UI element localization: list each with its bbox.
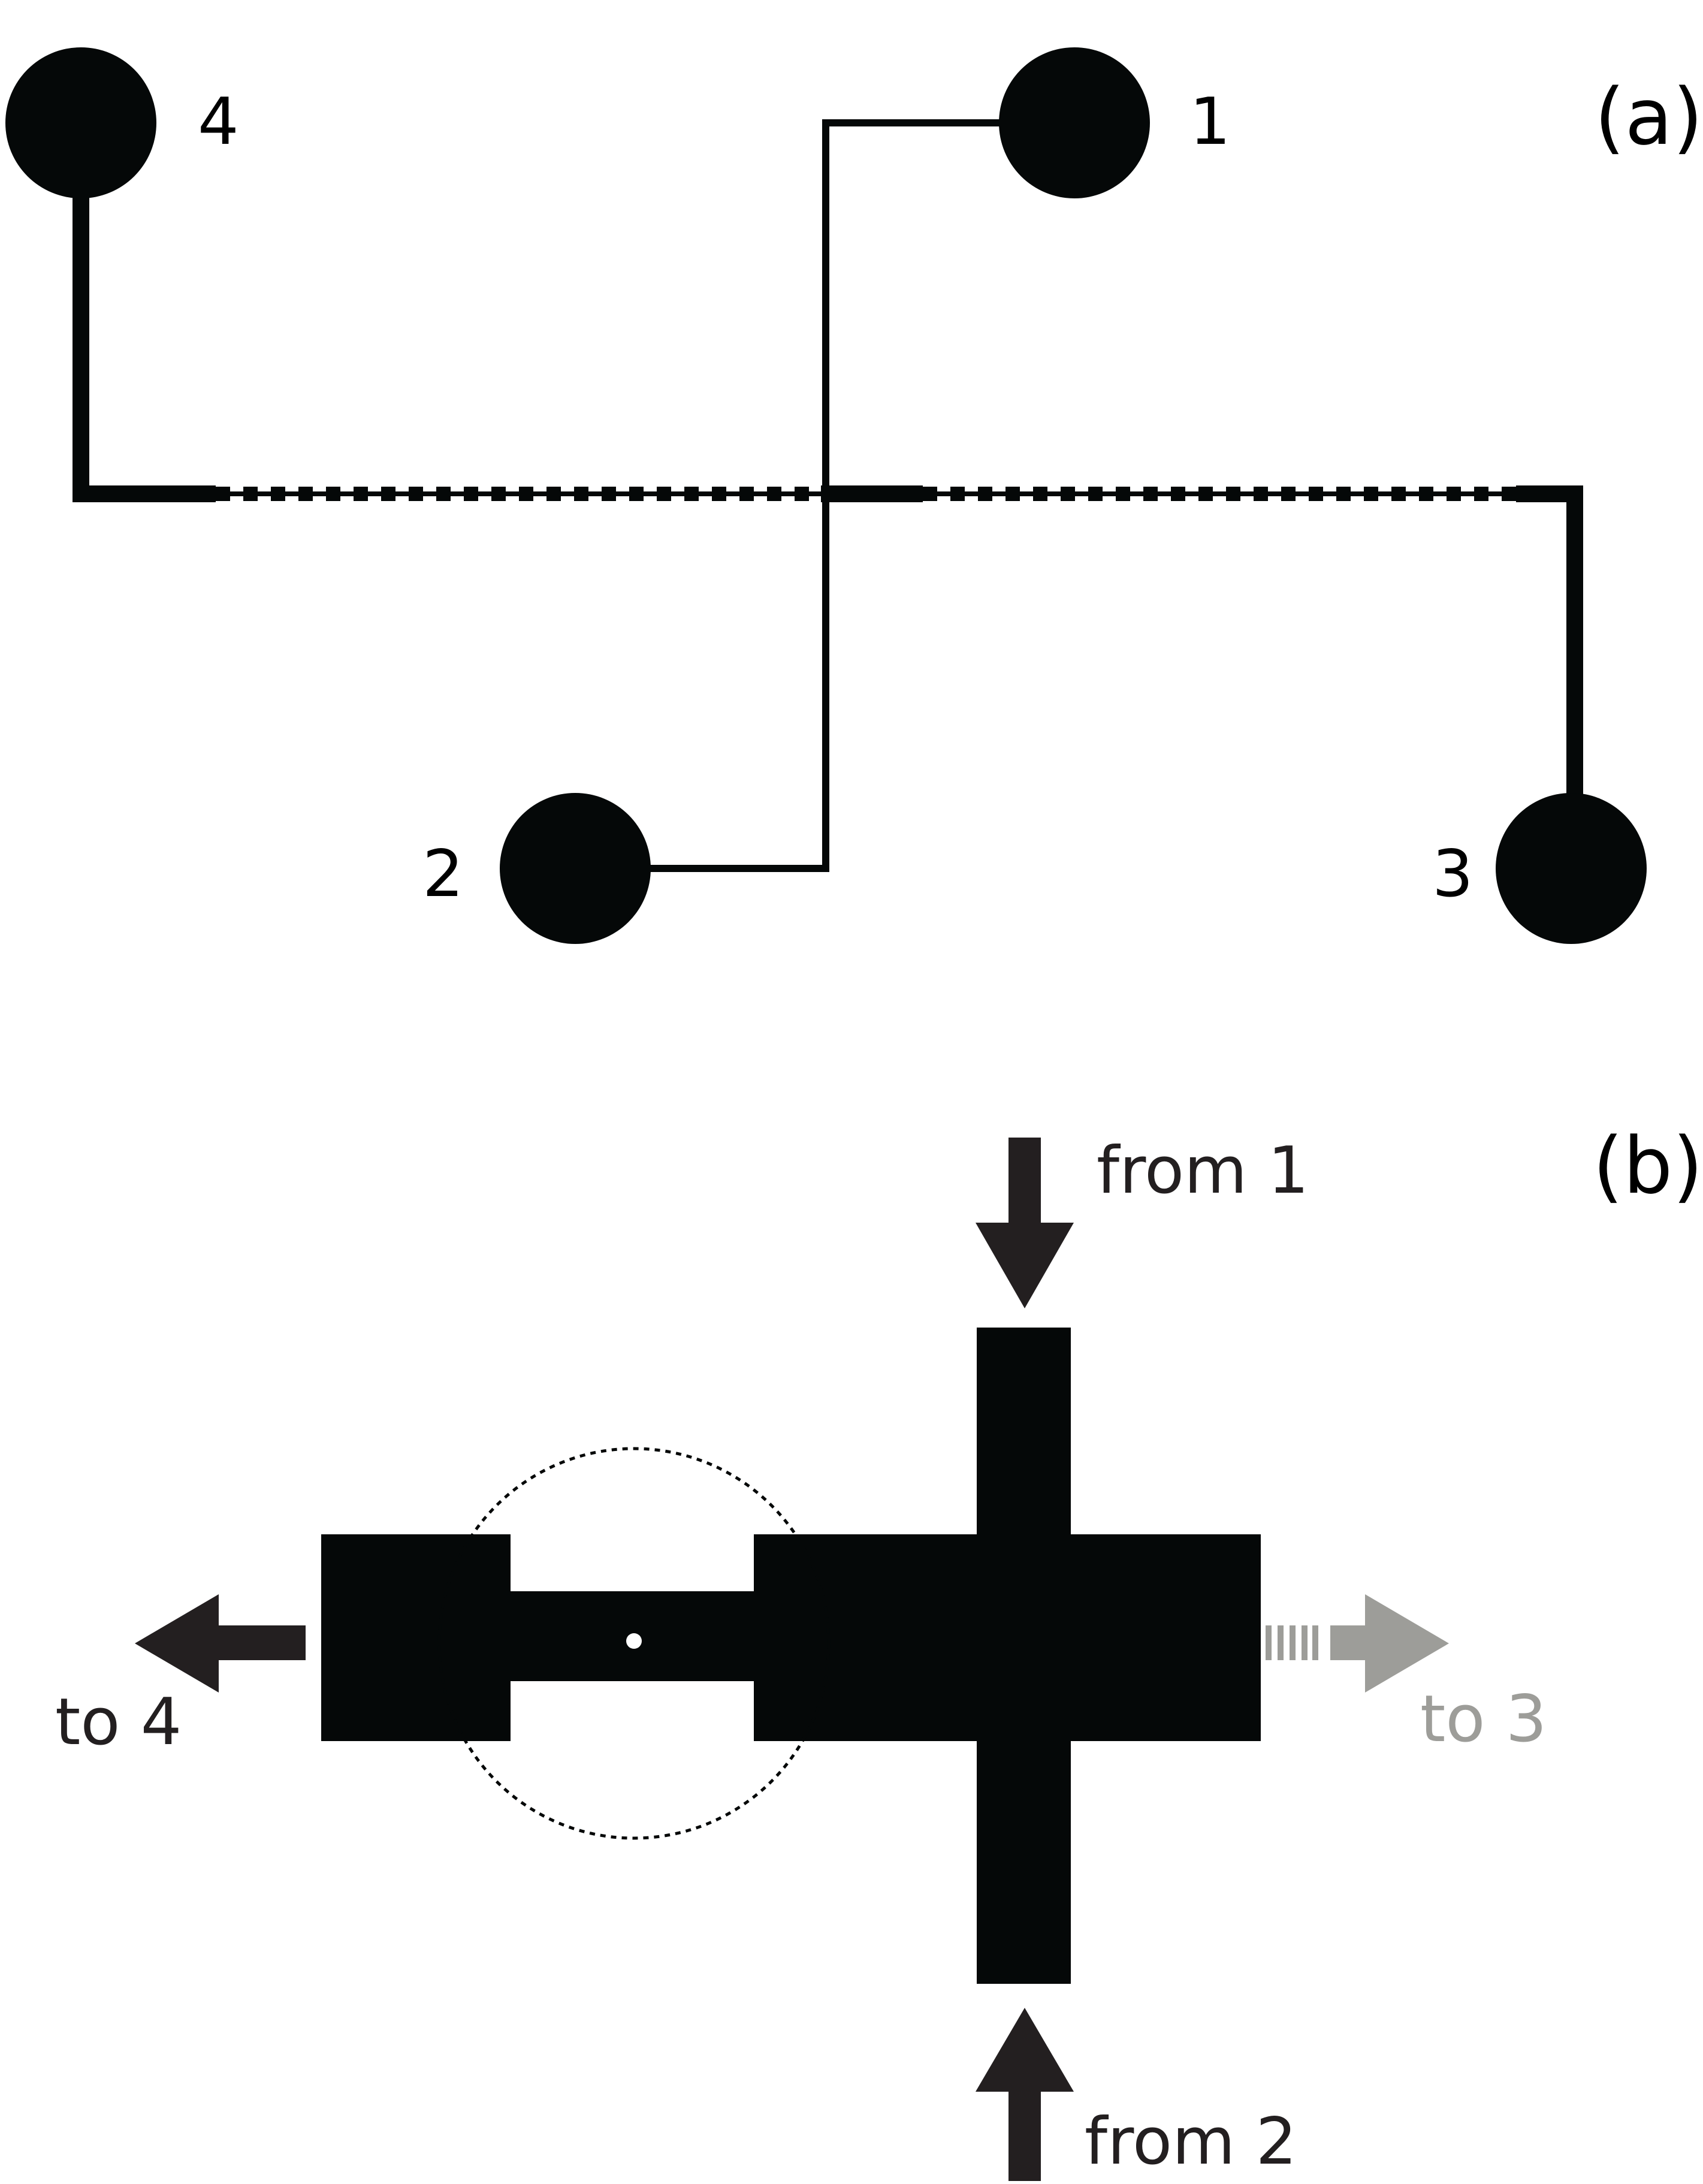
node-4	[5, 47, 156, 198]
node-2	[500, 793, 651, 944]
node-3	[1496, 793, 1647, 944]
panel-b: (b) from 1 from 2 to 4	[55, 1120, 1703, 2181]
arrow-from-1	[976, 1138, 1074, 1308]
arrow-from-2	[976, 2008, 1074, 2181]
label-to-3: to 3	[1420, 1682, 1547, 1757]
link-4-3-right-solid	[1516, 485, 1583, 797]
arrow-to-4	[135, 1594, 306, 1693]
node-1-label: 1	[1189, 85, 1231, 159]
panel-b-label: (b)	[1593, 1120, 1703, 1211]
node-2-label: 2	[422, 837, 464, 912]
label-to-4: to 4	[55, 1685, 182, 1760]
junction-shape	[321, 1328, 1261, 1984]
panel-a: 4 1 2 3 (a)	[5, 47, 1703, 944]
panel-a-label: (a)	[1595, 71, 1703, 162]
center-dot	[626, 1633, 642, 1649]
arrow-to-3	[1266, 1594, 1449, 1693]
label-from-2: from 2	[1085, 2104, 1297, 2179]
node-3-label: 3	[1432, 837, 1473, 912]
link-4-3-left-solid	[73, 180, 216, 502]
label-from-1: from 1	[1097, 1133, 1309, 1208]
node-4-label: 4	[198, 85, 239, 159]
dotted-circle	[437, 1447, 831, 1840]
node-1	[999, 47, 1150, 198]
